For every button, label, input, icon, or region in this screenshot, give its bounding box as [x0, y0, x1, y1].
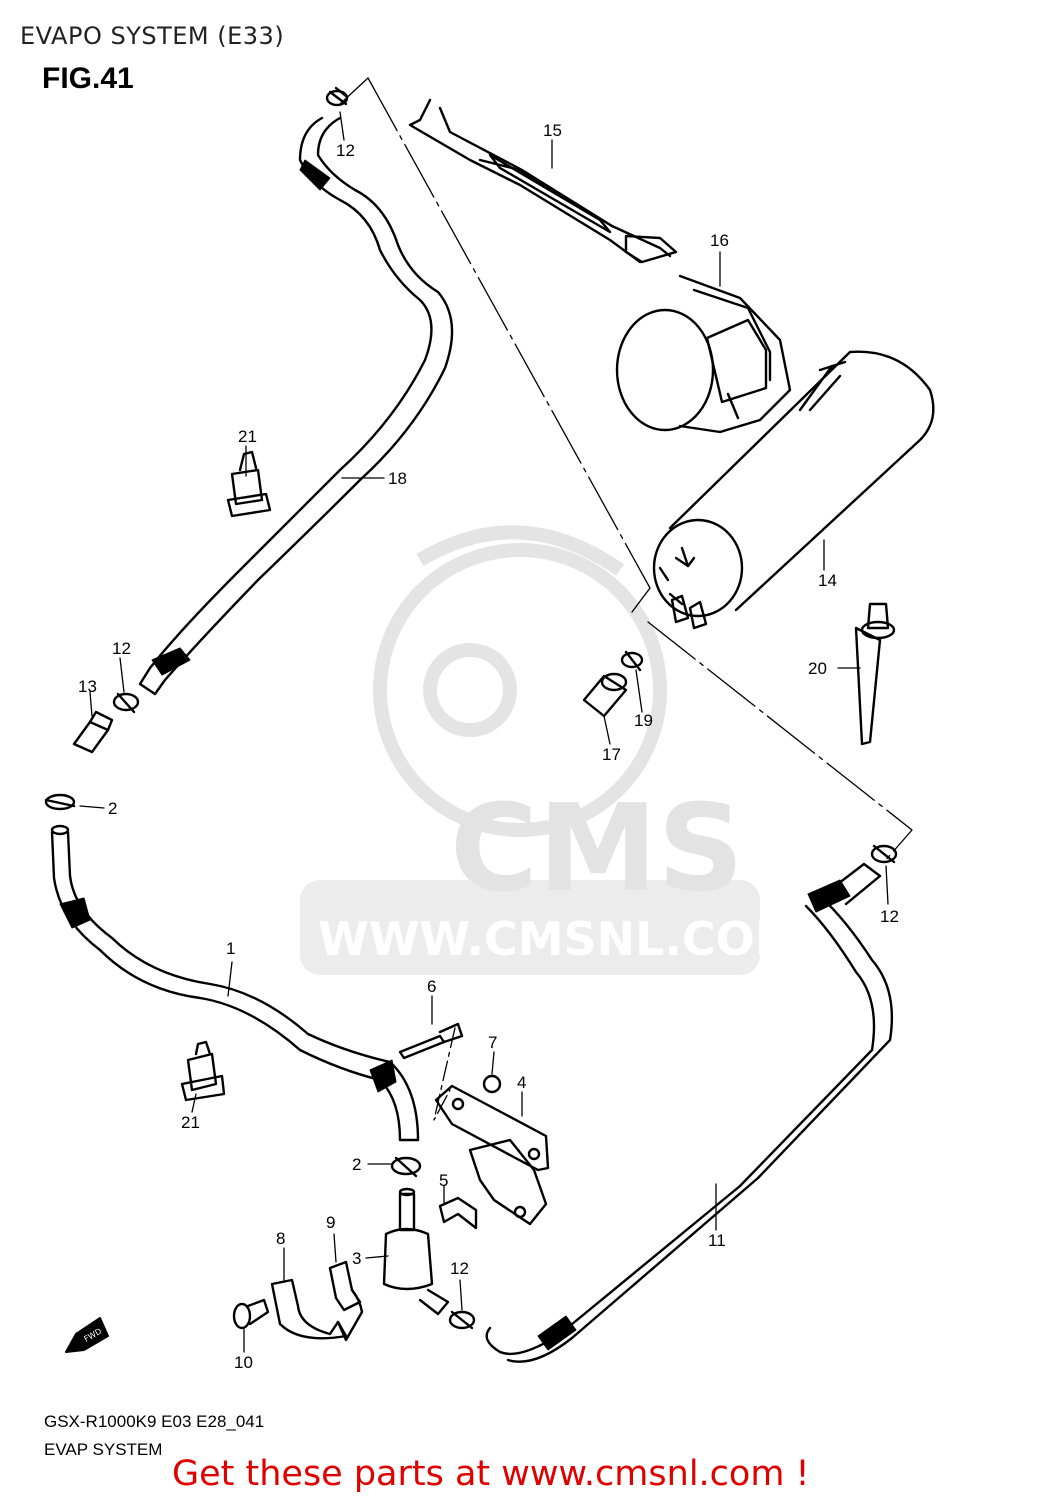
routing-line-lower: [647, 621, 913, 863]
hose-18: [138, 116, 454, 696]
callout-21-top: 21: [238, 427, 257, 446]
clip-5: [438, 1196, 478, 1230]
diagram-title: EVAPO SYSTEM (E33): [20, 22, 285, 50]
callout-leaders: [79, 111, 889, 1353]
fwd-arrow-icon: [65, 1317, 109, 1353]
clamp-12-top: [325, 86, 349, 107]
clamp-12-right: [870, 844, 898, 864]
callout-11: 11: [708, 1231, 726, 1250]
callout-3: 3: [352, 1249, 361, 1268]
callout-12-top: 12: [336, 141, 355, 160]
callout-15: 15: [543, 121, 562, 140]
watermark-brand: CMS: [450, 780, 744, 919]
clamp-19: [620, 650, 644, 672]
hose-1: [50, 824, 420, 1142]
callout-13: 13: [78, 677, 97, 696]
figure-number: FIG.41: [42, 62, 134, 95]
watermark-url: WWW.CMSNL.COM: [318, 912, 801, 966]
callout-18: 18: [388, 469, 407, 488]
canister-cover-16: [615, 274, 792, 434]
callout-17: 17: [602, 745, 621, 764]
strap-15: [408, 98, 678, 264]
bolt-20: [854, 602, 896, 746]
valve-3: [382, 1187, 450, 1316]
screw-10: [232, 1298, 270, 1330]
callout-12-left: 12: [112, 639, 131, 658]
model-code: GSX-R1000K9 E03 E28_041: [44, 1412, 265, 1431]
clamp-2-top: [44, 793, 76, 811]
callout-4: 4: [517, 1073, 526, 1092]
callout-5: 5: [439, 1171, 448, 1190]
cms-watermark: CMS WWW.CMSNL.COM: [300, 525, 801, 975]
callout-19: 19: [634, 711, 653, 730]
rivet-6: [398, 1022, 464, 1060]
bracket-4: [434, 1084, 550, 1226]
cta-link[interactable]: Get these parts at www.cmsnl.com !: [172, 1454, 810, 1494]
clamp-21-top: [226, 450, 272, 518]
routing-line-bracket: [433, 1027, 456, 1121]
fitting-13: [72, 710, 114, 754]
routing-line-upper: [367, 77, 651, 589]
canister-14: [652, 350, 935, 630]
callout-2-top: 2: [108, 799, 117, 818]
callout-9: 9: [326, 1213, 335, 1232]
callout-1: 1: [226, 939, 235, 958]
callout-7: 7: [488, 1033, 497, 1052]
callout-8: 8: [276, 1229, 285, 1248]
callout-labels: 12 15 16 21 18 14 12 13 20 19 17 2 12 1 …: [78, 121, 899, 1372]
callout-2-bottom: 2: [352, 1155, 361, 1174]
hose-11: [485, 862, 894, 1363]
clamp-12-bottom: [448, 1310, 476, 1330]
clamp-2-bottom: [390, 1156, 422, 1178]
callout-6: 6: [427, 977, 436, 996]
routing-line-canister: [631, 587, 651, 613]
washer-7: [482, 1074, 502, 1094]
callout-12-right: 12: [880, 907, 899, 926]
callout-21-bottom: 21: [181, 1113, 200, 1132]
bracket-9: [328, 1260, 364, 1342]
clamp-21-bottom: [180, 1040, 226, 1102]
callout-10: 10: [234, 1353, 253, 1372]
callout-20: 20: [808, 659, 827, 678]
system-name: EVAP SYSTEM: [44, 1440, 163, 1459]
callout-14: 14: [818, 571, 837, 590]
callout-12-bottom: 12: [450, 1259, 469, 1278]
hose-17: [582, 672, 628, 718]
callout-16: 16: [710, 231, 729, 250]
routing-line-top: [339, 77, 369, 105]
clamp-12-left: [112, 692, 140, 714]
